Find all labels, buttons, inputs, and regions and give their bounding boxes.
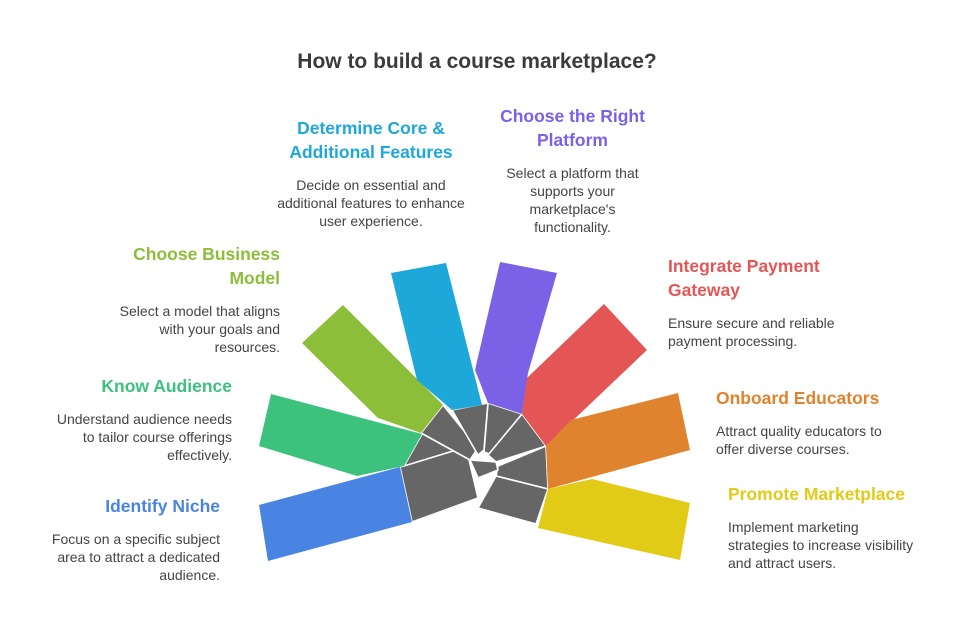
step-description: Ensure secure and reliable payment proce… bbox=[668, 315, 835, 349]
step-title: Onboard Educators bbox=[716, 388, 880, 408]
step-choose-business-model: Choose Business Model Select a model tha… bbox=[94, 242, 280, 356]
step-description: Focus on a specific subject area to attr… bbox=[51, 531, 220, 583]
step-description: Select a model that aligns with your goa… bbox=[119, 303, 280, 355]
step-title: Determine Core & Additional Features bbox=[289, 118, 453, 162]
step-identify-niche: Identify Niche Focus on a specific subje… bbox=[40, 494, 220, 584]
center-segment-promote bbox=[477, 475, 549, 525]
step-promote-marketplace: Promote Marketplace Implement marketing … bbox=[728, 482, 918, 572]
step-title: Know Audience bbox=[101, 376, 232, 396]
step-description: Select a platform that supports your mar… bbox=[506, 165, 639, 235]
blade-integrate-payment bbox=[522, 304, 647, 446]
step-onboard-educators: Onboard Educators Attract quality educat… bbox=[716, 386, 906, 458]
step-title: Identify Niche bbox=[105, 496, 220, 516]
blade-identify-niche bbox=[259, 467, 412, 561]
blade-promote-marketplace bbox=[538, 479, 690, 560]
step-description: Decide on essential and additional featu… bbox=[277, 177, 465, 229]
blade-determine-features bbox=[391, 263, 482, 410]
blade-choose-business-model bbox=[302, 305, 443, 433]
center-core bbox=[469, 459, 499, 479]
step-title: Choose Business Model bbox=[133, 244, 280, 288]
step-determine-features: Determine Core & Additional Features Dec… bbox=[276, 116, 466, 230]
step-description: Understand audience needs to tailor cour… bbox=[56, 411, 232, 463]
center-spiral bbox=[399, 402, 549, 525]
step-integrate-payment: Integrate Payment Gateway Ensure secure … bbox=[668, 254, 858, 350]
step-title: Promote Marketplace bbox=[728, 484, 906, 504]
step-title: Integrate Payment Gateway bbox=[668, 256, 820, 300]
step-know-audience: Know Audience Understand audience needs … bbox=[52, 374, 232, 464]
step-description: Attract quality educators to offer diver… bbox=[716, 423, 882, 457]
step-title: Choose the Right Platform bbox=[500, 106, 645, 150]
step-description: Implement marketing strategies to increa… bbox=[728, 519, 914, 571]
page-title: How to build a course marketplace? bbox=[297, 50, 657, 73]
blade-choose-platform bbox=[475, 262, 557, 414]
step-choose-platform: Choose the Right Platform Select a platf… bbox=[485, 104, 660, 236]
blade-onboard-educators bbox=[546, 393, 690, 489]
blade-know-audience bbox=[259, 394, 422, 476]
